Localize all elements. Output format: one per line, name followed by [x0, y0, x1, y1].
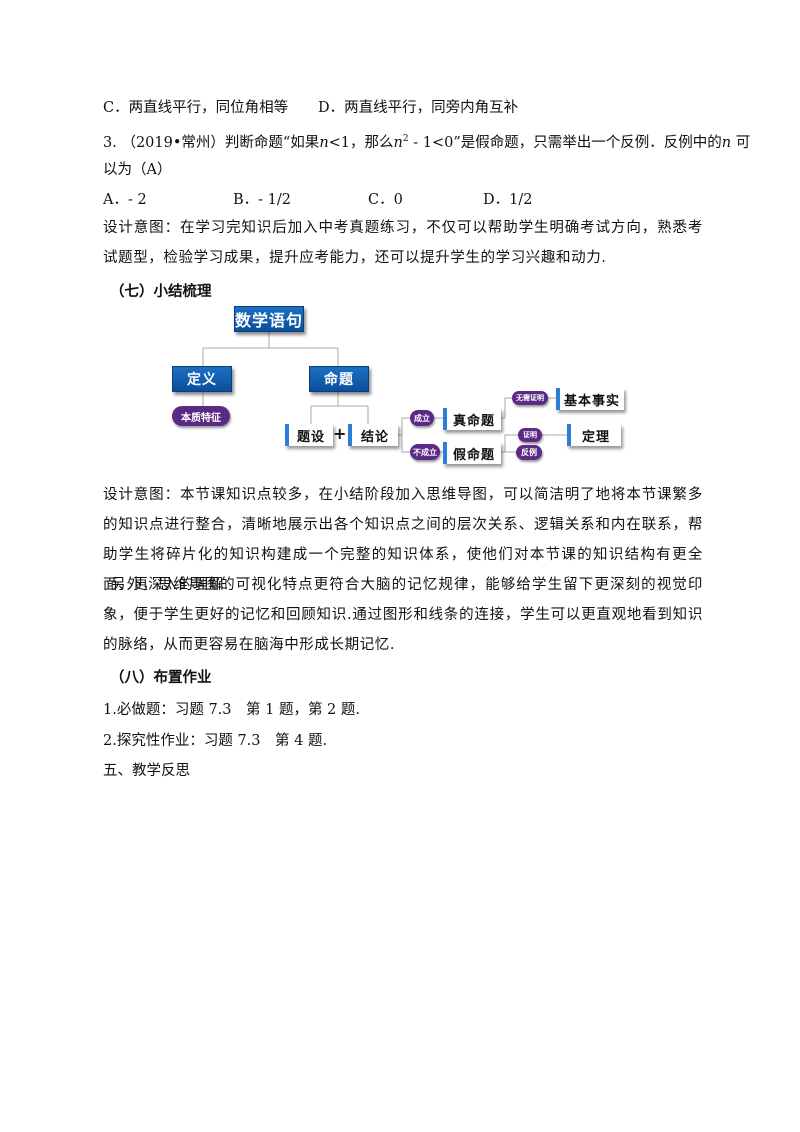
option-d: D．1/2 — [483, 192, 533, 208]
option-c: C．0 — [368, 192, 403, 208]
question-3-options: A．- 2 B．- 1/2 C．0 D．1/2 — [103, 190, 532, 210]
teaching-reflection-heading: 五、教学反思 — [103, 763, 190, 779]
section-heading: （八）布置作业 — [110, 670, 212, 686]
q3-text-1: 3. （2019•常州）判断命题“如果 — [103, 134, 320, 151]
mindmap-not-established-pill: 不成立 — [410, 444, 440, 460]
option-b: B．- 1/2 — [233, 192, 291, 208]
q3-exponent: 2 — [402, 134, 409, 144]
mindmap-false-proposition-box: 假命题 — [443, 442, 501, 464]
mindmap-proposition-box: 命题 — [309, 366, 369, 392]
q3-var-n: n — [393, 134, 403, 151]
mindmap-conclusion-box: 结论 — [348, 424, 398, 446]
q3-text-3: - 1<0”是假命题，只需举出一个反例．反例中的 — [408, 134, 722, 151]
q3-var-n: n — [721, 134, 732, 151]
option-c: C．两直线平行，同位角相等 — [103, 100, 289, 116]
homework-item-1: 1.必做题：习题 7.3 第 1 题，第 2 题. — [103, 702, 360, 718]
mind-map-connectors — [202, 330, 567, 453]
q3-var-n: n — [319, 134, 329, 151]
option-a: A．- 2 — [103, 192, 147, 208]
mindmap-definition-box: 定义 — [172, 366, 232, 392]
question-3-line1: 3. （2019•常州）判断命题“如果n<1，那么n2 - 1<0”是假命题，只… — [103, 129, 750, 153]
mindmap-true-proposition-box: 真命题 — [443, 408, 501, 430]
question-3-line2: 以为（A） — [103, 162, 172, 178]
mindmap-no-proof-pill: 无需证明 — [512, 391, 548, 405]
q3-text-4: 可 — [731, 134, 751, 151]
homework-item-2: 2.探究性作业：习题 7.3 第 4 题. — [103, 733, 328, 749]
plus-sign: + — [333, 424, 347, 443]
memory-paragraph: 另外，思维导图的可视化特点更符合大脑的记忆规律，能够给学生留下更深刻的视觉印象，… — [103, 577, 703, 653]
mindmap-counterexample-pill: 反例 — [516, 445, 542, 460]
option-d: D．两直线平行，同旁内角互补 — [318, 100, 519, 116]
section-heading: （七）小结梳理 — [110, 284, 212, 300]
mindmap-proof-pill: 证明 — [518, 428, 542, 442]
mindmap-established-pill: 成立 — [410, 410, 434, 426]
mindmap-theorem-box: 定理 — [567, 424, 621, 446]
design-intent-paragraph: 设计意图：在学习完知识后加入中考真题练习，不仅可以帮助学生明确考试方向，熟悉考试… — [103, 220, 703, 266]
mindmap-essential-feature-pill: 本质特征 — [172, 406, 230, 426]
mindmap-basic-fact-box: 基本事实 — [556, 388, 624, 410]
mindmap-condition-box: 题设 — [285, 424, 333, 446]
q3-text-2: <1，那么 — [328, 134, 394, 151]
mindmap-root-box: 数学语句 — [234, 306, 304, 332]
options-cd-line: C．两直线平行，同位角相等 D．两直线平行，同旁内角互补 — [103, 98, 518, 118]
design-intent-paragraph: 设计意图：本节课知识点较多，在小结阶段加入思维导图，可以简洁明了地将本节课繁多的… — [103, 487, 703, 593]
